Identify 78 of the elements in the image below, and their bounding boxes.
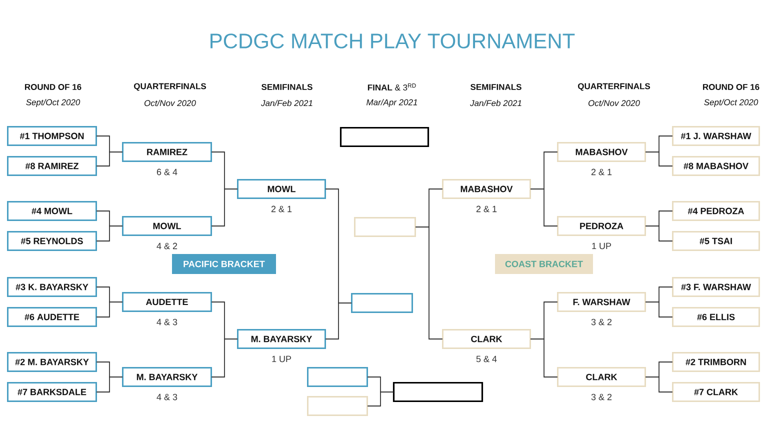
name-box: F. WARSHAW bbox=[557, 292, 646, 312]
bracket-line bbox=[646, 302, 672, 318]
name-box: #6 ELLIS bbox=[672, 307, 760, 327]
score-label: 2 & 1 bbox=[476, 206, 497, 212]
column-header: FINAL & 3$^{RD}$ bbox=[368, 84, 416, 90]
name-box: #3 K. BAYARSKY bbox=[7, 277, 97, 297]
name-box: #7 BARKSDALE bbox=[7, 382, 97, 402]
date-label: Jan/Feb 2021 bbox=[470, 100, 522, 106]
score-label: 3 & 2 bbox=[591, 318, 612, 326]
date-label: Jan/Feb 2021 bbox=[261, 100, 312, 106]
bracket-line bbox=[646, 152, 672, 166]
blank-box bbox=[307, 367, 368, 387]
name-box: CLARK bbox=[557, 367, 646, 387]
score-label: 2 & 1 bbox=[271, 206, 292, 212]
name-box: #2 TRIMBORN bbox=[672, 352, 760, 372]
column-header: ROUND OF 16 bbox=[25, 84, 82, 90]
name-box: AUDETTE bbox=[122, 292, 212, 312]
score-label: 3 & 2 bbox=[591, 394, 612, 400]
score-label: 4 & 3 bbox=[156, 394, 178, 400]
bracket-line bbox=[96, 302, 122, 318]
score-label: 2 & 1 bbox=[591, 168, 612, 176]
bracket-line bbox=[646, 226, 672, 242]
name-box: #2 M. BAYARSKY bbox=[7, 352, 97, 372]
score-label: 5 & 4 bbox=[476, 356, 497, 362]
score-label: 6 & 4 bbox=[156, 168, 178, 176]
bracket-line bbox=[96, 152, 122, 166]
name-box: MABASHOV bbox=[557, 142, 646, 162]
blank-box bbox=[340, 126, 430, 148]
name-box: MOWL bbox=[237, 179, 326, 199]
name-box: #8 RAMIREZ bbox=[7, 156, 97, 176]
date-label: Sept/Oct 2020 bbox=[704, 99, 758, 107]
bracket-line bbox=[530, 188, 558, 226]
date-label: Mar/Apr 2021 bbox=[366, 99, 418, 107]
date-label: Oct/Nov 2020 bbox=[144, 100, 196, 106]
column-header: QUARTERFINALS bbox=[578, 83, 650, 91]
score-label: 4 & 3 bbox=[156, 318, 178, 326]
name-box: #1 J. WARSHAW bbox=[672, 126, 760, 146]
bracket-line bbox=[96, 376, 122, 392]
column-header: ROUND OF 16 bbox=[703, 84, 760, 90]
bracket-banner: COAST BRACKET bbox=[495, 254, 593, 274]
column-header: SEMIFINALS bbox=[470, 84, 522, 90]
blank-box bbox=[354, 217, 416, 237]
name-box: CLARK bbox=[442, 329, 531, 349]
blank-box bbox=[392, 382, 484, 402]
bracket-line bbox=[212, 188, 238, 226]
name-box: MABASHOV bbox=[442, 179, 531, 199]
name-box: PEDROZA bbox=[557, 216, 646, 236]
date-label: Sept/Oct 2020 bbox=[26, 99, 80, 107]
column-header: SEMIFINALS bbox=[262, 84, 312, 90]
bracket-line bbox=[96, 226, 122, 242]
title: PCDGC MATCH PLAY TOURNAMENT bbox=[210, 34, 575, 48]
bracket-line bbox=[212, 338, 238, 378]
name-box: #5 TSAI bbox=[672, 231, 760, 251]
date-label: Oct/Nov 2020 bbox=[588, 100, 640, 106]
score-label: 4 & 2 bbox=[156, 242, 178, 250]
name-box: #4 MOWL bbox=[7, 201, 97, 221]
column-header: QUARTERFINALS bbox=[134, 83, 206, 91]
bracket-line bbox=[368, 392, 394, 406]
name-box: M. BAYARSKY bbox=[237, 329, 326, 349]
name-box: #3 F. WARSHAW bbox=[672, 277, 760, 297]
score-label: 1 UP bbox=[272, 356, 292, 362]
score-label: 1 UP bbox=[592, 242, 612, 250]
bracket-line bbox=[326, 302, 352, 340]
name-box: #5 REYNOLDS bbox=[7, 231, 97, 251]
name-box: M. BAYARSKY bbox=[122, 367, 212, 387]
name-box: RAMIREZ bbox=[122, 142, 212, 162]
name-box: #7 CLARK bbox=[672, 382, 760, 402]
blank-box bbox=[351, 293, 413, 313]
name-box: #4 PEDROZA bbox=[672, 201, 760, 221]
name-box: MOWL bbox=[122, 216, 212, 236]
name-box: #6 AUDETTE bbox=[7, 307, 97, 327]
bracket-line bbox=[646, 376, 672, 392]
bracket-banner: PACIFIC BRACKET bbox=[172, 254, 276, 274]
name-box: #1 THOMPSON bbox=[7, 126, 97, 146]
name-box: #8 MABASHOV bbox=[672, 156, 760, 176]
bracket-line bbox=[416, 226, 442, 340]
bracket-line bbox=[530, 338, 558, 378]
blank-box bbox=[307, 396, 368, 416]
